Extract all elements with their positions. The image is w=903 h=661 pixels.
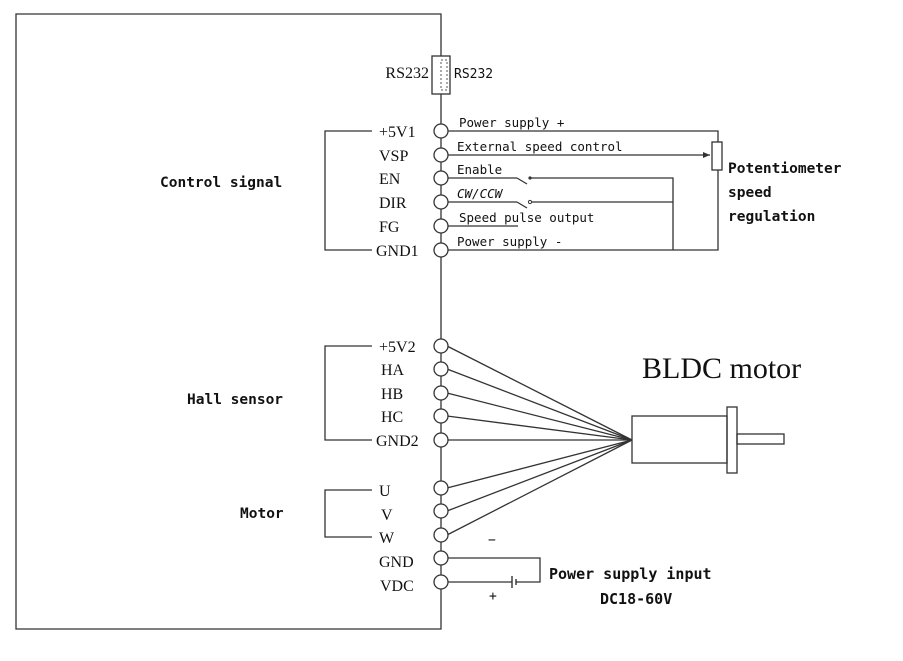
hall-sensor-group: Hall sensor +5V2 HA HB HC GND2 — [187, 339, 419, 450]
terminal-pin-gnd — [433, 550, 449, 566]
motor-wire — [446, 439, 633, 489]
terminal-pin-en — [433, 170, 449, 186]
pin-label-vsp: VSP — [379, 148, 408, 165]
motor-wire — [446, 392, 633, 441]
bldc-motor-icon: BLDC motor — [631, 352, 801, 474]
terminal-pin-dir — [433, 194, 449, 210]
motor-body — [631, 415, 728, 464]
rs232-label-right: RS232 — [454, 67, 493, 82]
hall-bracket — [324, 345, 372, 441]
terminal-pin-5v1 — [433, 123, 449, 139]
wire-label-external-speed: External speed control — [457, 139, 623, 154]
terminal-pin-5v2 — [433, 338, 449, 354]
pin-label-en: EN — [379, 171, 401, 188]
pin-label-hc: HC — [381, 409, 403, 426]
control-bracket — [324, 130, 372, 251]
wiper-arrow-icon — [703, 152, 710, 158]
pin-label-ha: HA — [381, 362, 405, 379]
pin-label-gnd: GND — [379, 554, 414, 571]
pin-label-fg: FG — [379, 219, 400, 236]
potentiometer-label-line3: regulation — [728, 209, 815, 225]
terminal-pin-vsp — [433, 147, 449, 163]
potentiometer-icon — [711, 141, 723, 171]
switch-dir-icon — [516, 201, 528, 209]
wire-power-minus — [448, 170, 719, 251]
terminal-pin-vdc — [433, 574, 449, 590]
pin-label-5v1: +5V1 — [379, 124, 416, 141]
pin-label-vdc: VDC — [380, 578, 414, 595]
power-supply-range: DC18-60V — [600, 590, 672, 608]
rs232-label-left: RS232 — [385, 65, 429, 82]
terminal-pin-u — [433, 480, 449, 496]
motor-wire — [446, 439, 633, 512]
wire-power-plus — [448, 130, 719, 142]
motor-wire — [446, 368, 633, 441]
wire-label-power-plus: Power supply + — [459, 115, 564, 130]
pin-label-w: W — [379, 530, 395, 547]
motor-flange — [726, 406, 738, 474]
pin-label-5v2: +5V2 — [379, 339, 416, 356]
motor-wire-fan — [446, 345, 633, 536]
rs232-connector: RS232 RS232 — [385, 55, 493, 95]
power-supply-label: Power supply input — [549, 565, 712, 583]
wire-enable-b — [530, 177, 674, 250]
motor-phase-group: Motor U V W GND VDC — [240, 483, 414, 595]
wire-label-power-minus: Power supply - — [457, 234, 562, 249]
control-signal-group: Control signal +5V1 VSP EN DIR FG GND1 P… — [160, 115, 842, 260]
potentiometer-label-line1: Potentiometer — [728, 161, 842, 177]
motor-label: Motor — [240, 506, 284, 522]
wire-label-enable: Enable — [457, 162, 502, 177]
battery-minus-sign: − — [488, 533, 496, 548]
motor-title: BLDC motor — [642, 352, 801, 385]
motor-shaft — [736, 433, 785, 445]
potentiometer-label-line2: speed — [728, 185, 772, 201]
power-supply-group: − + Power supply input DC18-60V — [448, 533, 712, 608]
control-signal-label: Control signal — [160, 175, 282, 191]
wire-label-cw-ccw: CW/CCW — [457, 186, 504, 201]
pin-label-u: U — [379, 483, 391, 500]
terminal-pin-hc — [433, 408, 449, 424]
motor-wire — [446, 439, 633, 536]
terminal-pin-w — [433, 527, 449, 543]
terminal-pin-hb — [433, 385, 449, 401]
pin-label-gnd1: GND1 — [376, 243, 419, 260]
terminal-pin-gnd2 — [433, 432, 449, 448]
switch-enable-icon — [516, 177, 528, 185]
motor-wire — [446, 345, 633, 441]
terminal-pin-gnd1 — [433, 242, 449, 258]
wire-gnd — [448, 557, 541, 583]
wire-label-speed-pulse: Speed pulse output — [459, 210, 594, 225]
pin-label-v: V — [381, 507, 393, 524]
motor-bracket — [324, 489, 372, 538]
controller-box — [15, 13, 442, 630]
terminal-pin-fg — [433, 218, 449, 234]
terminal-pin-ha — [433, 361, 449, 377]
battery-plus-sign: + — [489, 589, 497, 604]
pin-label-dir: DIR — [379, 195, 407, 212]
pin-label-hb: HB — [381, 386, 403, 403]
pin-label-gnd2: GND2 — [376, 433, 419, 450]
terminal-pin-v — [433, 503, 449, 519]
terminal-pins — [433, 123, 449, 590]
hall-sensor-label: Hall sensor — [187, 392, 283, 408]
motor-wire — [446, 415, 633, 441]
